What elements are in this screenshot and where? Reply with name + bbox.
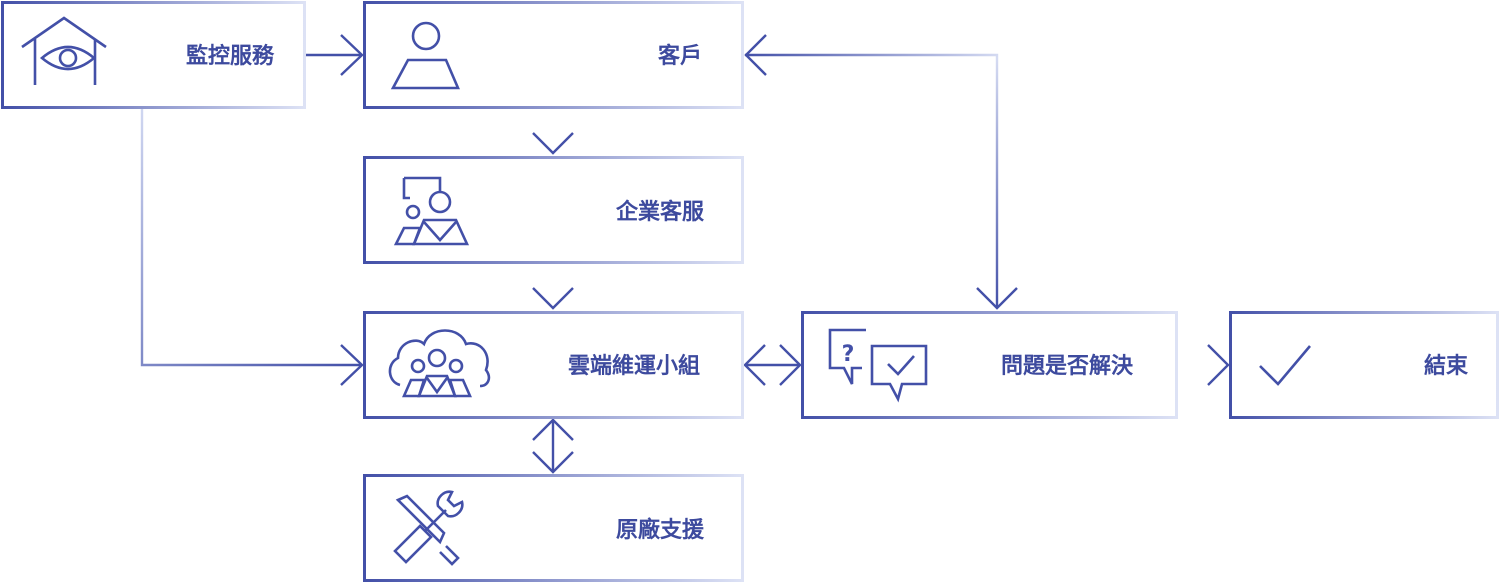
node-cloud-ops: 雲端維運小組 xyxy=(363,311,744,419)
person-icon xyxy=(390,21,460,90)
cloud-team-icon xyxy=(388,329,491,398)
edge-monitoring-to-cloud-ops xyxy=(140,108,364,386)
edge-resolved-check-customer xyxy=(744,34,1018,310)
edge-monitoring-to-customer xyxy=(305,34,364,76)
support-agents-icon xyxy=(393,176,470,246)
node-monitoring: 監控服務 xyxy=(1,1,306,109)
question-mark-icon: ? xyxy=(842,342,855,367)
question-check-icon xyxy=(828,328,928,403)
node-end-label: 結束 xyxy=(1424,353,1469,379)
node-enterprise-support: 企業客服 xyxy=(363,156,744,264)
checkmark-icon xyxy=(1259,345,1311,386)
tools-icon xyxy=(393,490,464,566)
node-resolved-check: ? 問題是否解決 xyxy=(801,311,1178,419)
edge-resolved-check-to-end xyxy=(1178,344,1230,386)
edge-cloud-ops-resolved-check xyxy=(743,344,802,386)
node-cloud-ops-label: 雲端維運小組 xyxy=(568,353,700,379)
node-end: 結束 xyxy=(1229,311,1499,419)
edge-cloud-ops-vendor-support xyxy=(532,418,574,474)
node-resolved-check-label: 問題是否解決 xyxy=(1001,353,1134,379)
node-enterprise-support-label: 企業客服 xyxy=(615,199,705,225)
node-customer-label: 客戶 xyxy=(658,43,702,69)
node-vendor-support: 原廠支援 xyxy=(363,474,744,582)
node-monitoring-label: 監控服務 xyxy=(186,43,275,69)
node-customer: 客戶 xyxy=(363,1,744,109)
house-eye-icon xyxy=(21,16,107,85)
edge-customer-to-enterprise-support xyxy=(532,108,574,155)
edge-enterprise-support-to-cloud-ops xyxy=(532,263,574,310)
node-vendor-support-label: 原廠支援 xyxy=(616,517,705,543)
